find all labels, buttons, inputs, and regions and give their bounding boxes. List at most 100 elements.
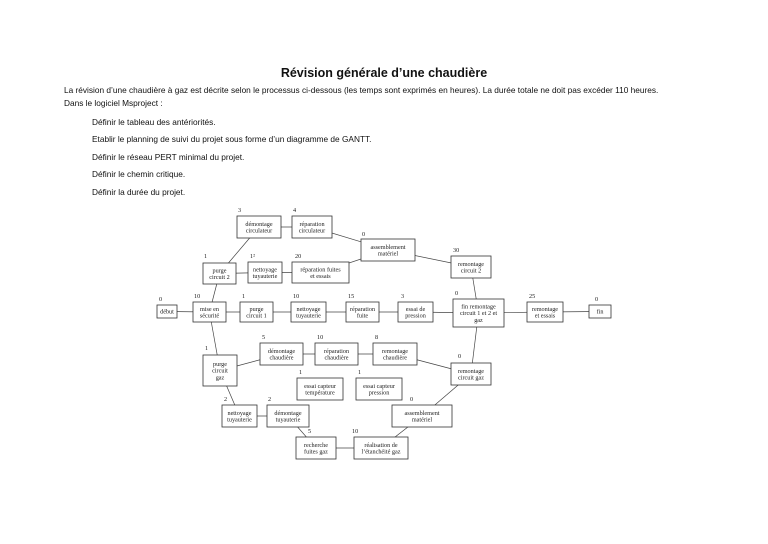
node-duration: 0 <box>455 290 458 297</box>
node-box <box>247 261 283 284</box>
node-label: remontage <box>532 306 558 313</box>
node-label: circulateur <box>246 228 272 235</box>
node-label: réparation <box>299 221 324 228</box>
node-duration: 30 <box>453 247 459 254</box>
node-label: matériel <box>378 251 399 258</box>
pert-node-debut: début <box>156 304 178 319</box>
node-box <box>450 255 492 279</box>
node-box <box>588 304 612 319</box>
node-duration: 3 <box>401 293 404 300</box>
node-box <box>221 404 258 428</box>
node-duration: 5 <box>308 428 311 435</box>
node-box <box>202 354 238 387</box>
task-item: Définir la durée du projet. <box>92 186 186 197</box>
node-duration: 10 <box>194 293 200 300</box>
node-label: tuyauterie <box>296 313 321 320</box>
node-label: sécurité <box>200 313 219 320</box>
node-label: et essais <box>535 313 556 320</box>
node-duration: 0 <box>458 353 461 360</box>
intro-line-1: La révision d’une chaudière à gaz est dé… <box>64 85 659 95</box>
node-label: fuites gaz <box>304 449 328 456</box>
node-duration: 0 <box>159 296 162 303</box>
node-label: tuyauterie <box>227 417 252 424</box>
node-box <box>391 404 453 428</box>
node-duration: 10 <box>293 293 299 300</box>
node-label: remontage <box>458 261 484 268</box>
node-label: démontage <box>268 348 295 355</box>
node-label: essai capteur <box>304 383 336 390</box>
intro-line-2: Dans le logiciel Msproject : <box>64 98 163 108</box>
node-duration: 2 <box>268 396 271 403</box>
node-box <box>291 215 333 239</box>
node-label: démontage <box>274 410 301 417</box>
node-label: démontage <box>245 221 272 228</box>
task-list: Définir le tableau des antériorités. Eta… <box>92 116 371 203</box>
intro-text: La révision d’une chaudière à gaz est dé… <box>64 84 764 110</box>
node-label: réparation <box>350 306 375 313</box>
node-label: circuit 2 <box>461 268 481 275</box>
node-label: réalisation de <box>364 442 397 449</box>
node-label: chaudière <box>324 355 348 362</box>
node-label: assemblement <box>370 244 405 251</box>
node-label: l’étanchéité gaz <box>362 449 401 456</box>
node-label: début <box>160 309 174 316</box>
node-box <box>360 238 416 262</box>
node-label: fin remontage <box>461 303 496 310</box>
node-label: réparation <box>324 348 349 355</box>
task-item: Définir le réseau PERT minimal du projet… <box>92 151 245 162</box>
document-title: Révision générale d’une chaudière <box>280 66 488 80</box>
node-label: circuit 1 et 2 et <box>460 310 497 317</box>
node-label: et essais <box>310 273 331 280</box>
node-label: matériel <box>412 417 433 424</box>
node-label: circuit <box>212 368 228 375</box>
task-item: Etablir le planning de suivi du projet s… <box>92 134 372 145</box>
node-label: circuit 1 <box>246 313 266 320</box>
node-label: purge <box>213 361 227 368</box>
node-duration: 2 <box>224 396 227 403</box>
node-duration: 10 <box>352 428 358 435</box>
node-duration: 15 <box>348 293 354 300</box>
node-label: réparation fuites <box>300 266 341 273</box>
node-label: remontage <box>458 368 484 375</box>
pert-node-fin: fin <box>588 304 612 319</box>
node-box <box>353 436 409 460</box>
node-box <box>290 301 327 323</box>
node-label: fin <box>597 309 604 316</box>
node-duration: 1 <box>205 345 208 352</box>
node-box <box>239 301 274 323</box>
node-box <box>192 301 227 323</box>
node-label: essai de <box>406 306 426 313</box>
node-label: recherche <box>304 442 328 449</box>
node-label: tuyauterie <box>276 417 301 424</box>
node-duration: 0 <box>595 296 598 303</box>
node-box <box>291 261 350 284</box>
node-box <box>452 298 505 328</box>
pert-node-realisation: réalisation del’étanchéité gaz <box>353 436 409 460</box>
node-label: tuyauterie <box>253 273 278 280</box>
node-label: nettoyage <box>296 306 320 313</box>
node-duration: 1 <box>299 369 302 376</box>
node-box <box>355 377 403 401</box>
node-label: température <box>305 390 335 397</box>
node-label: circuit gaz <box>458 375 484 382</box>
node-box <box>345 301 380 323</box>
node-label: gaz <box>216 375 225 382</box>
